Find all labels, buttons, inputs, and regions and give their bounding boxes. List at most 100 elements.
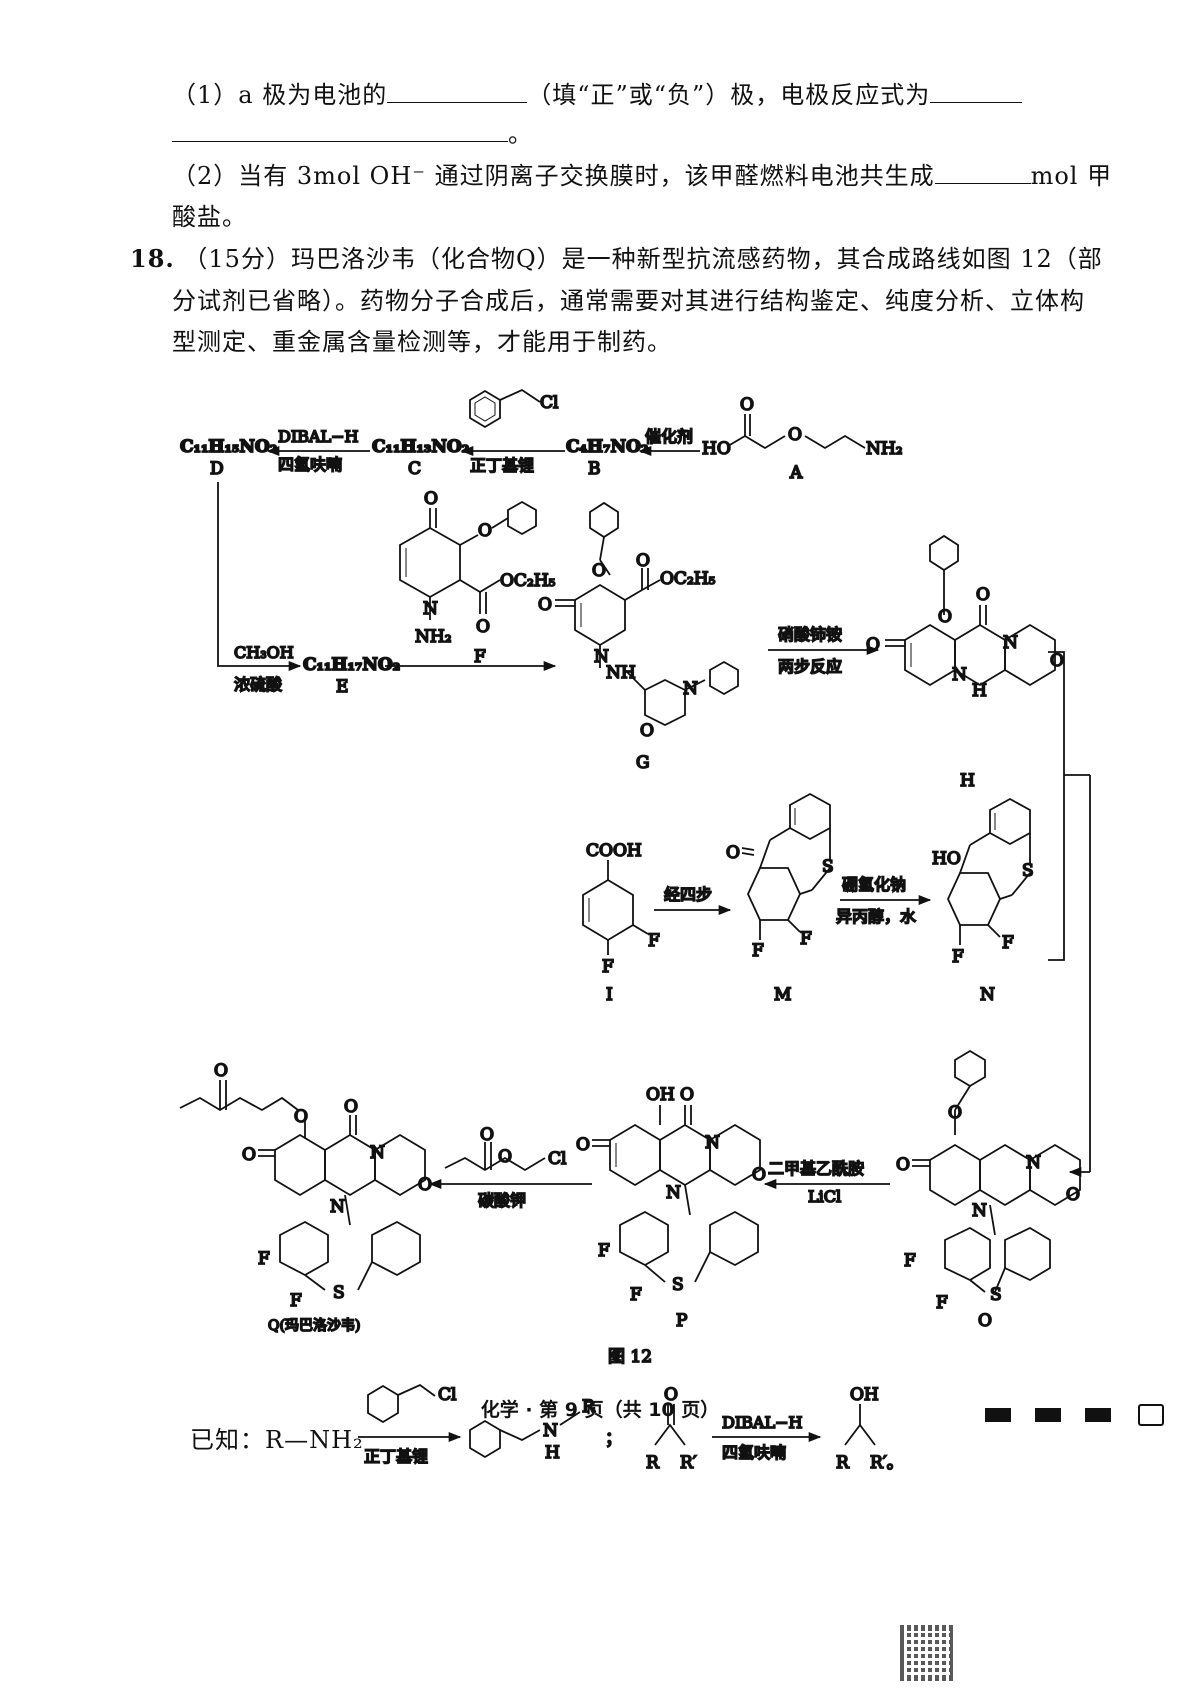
P-carbonyl-o: O [576, 1135, 590, 1155]
structure-M [741, 792, 831, 940]
I-cooh: COOH [586, 841, 642, 861]
reagent-nabh4: 硼氢化钠 [842, 875, 906, 894]
structure-H [885, 534, 1056, 687]
Q-s: S [333, 1283, 345, 1303]
structure-N [947, 797, 1031, 945]
structure-G [555, 501, 739, 727]
Q-ring-carbonyl-o: O [242, 1145, 256, 1165]
Q-carbonyl-o: O [214, 1061, 228, 1081]
F-oc2h5: OC₂H₅ [500, 571, 556, 591]
I-f2: F [602, 957, 614, 977]
bracket-H-N [1048, 651, 1065, 961]
F-n: N [423, 599, 438, 619]
known-rnh2: R—NH₂ [265, 1426, 364, 1454]
O-ring-o: O [1066, 1185, 1080, 1205]
label-P: P [676, 1311, 687, 1331]
known-product-h: H [545, 1443, 560, 1463]
q17-part1-end: 。 [508, 120, 533, 148]
q17-blank-mol[interactable] [934, 161, 1031, 184]
known-alcohol-oh: OH [850, 1385, 879, 1405]
reagent-thf: 四氢呋喃 [278, 455, 342, 474]
formula-D: C₁₁H₁₅NO₂ [180, 437, 277, 457]
label-F: F [474, 647, 486, 667]
F-ether-o: O [478, 521, 492, 541]
H-carbonyl-o: O [866, 635, 880, 655]
structure-I [582, 860, 649, 955]
q17-part1-text-a: （1）a 极为电池的 [172, 81, 388, 109]
G-ether-o: O [592, 561, 606, 581]
reagent-can: 硝酸铈铵 [778, 625, 842, 644]
P-ring-n: N [705, 1133, 720, 1153]
label-C: C [408, 459, 421, 479]
G-n: N [594, 647, 609, 667]
path-D-to-E [217, 482, 230, 667]
formula-C: C₁₁H₁₃NO₂ [372, 437, 469, 457]
structure-O [912, 1049, 1081, 1293]
carbonate-cl: Cl [548, 1149, 566, 1169]
G-ring-o: O [640, 721, 654, 741]
P-ring-o: O [752, 1165, 766, 1185]
P-f2: F [630, 1285, 642, 1305]
P-n: N [666, 1183, 681, 1203]
P-amide-o: O [680, 1085, 694, 1105]
N-ho: HO [932, 849, 961, 869]
label-Q: Q(玛巴洛沙韦) [268, 1318, 360, 1334]
known-prefix-line: 已知：R—NH₂ [190, 1420, 364, 1455]
known-dibal: DIBAL−H [722, 1413, 802, 1432]
q17-blank-equation-a[interactable] [930, 80, 1023, 103]
q18-text-1: （15分）玛巴洛沙韦（化合物Q）是一种新型抗流感药物，其合成路线如图 12（部 [183, 245, 1103, 273]
F-ester-o: O [476, 617, 490, 637]
structure-F [399, 500, 537, 620]
H-ring-n: N [1003, 633, 1018, 653]
q17-part1-line: （1）a 极为电池的（填“正”或“负”）极，电极反应式为 [172, 75, 1023, 110]
G-carbonyl-o: O [538, 595, 552, 615]
label-M: M [774, 985, 791, 1005]
q17-part2-text-a: （2）当有 3mol OH⁻ 通过阴离子交换膜时，该甲醛燃料电池共生成 [172, 162, 935, 190]
structure-P [592, 1105, 761, 1283]
q18-text-3: 型测定、重金属含量检测等，才能用于制药。 [172, 328, 672, 356]
page-footer: 化学 · 第 9 页（共 10 页） [480, 1399, 720, 1421]
known-semicolon: ； [605, 1429, 622, 1449]
Q-ring-o: O [418, 1175, 432, 1195]
known-ketone-o: O [664, 1385, 678, 1405]
A-nh2: NH₂ [866, 439, 903, 459]
label-A: A [789, 463, 803, 483]
label-I: I [606, 985, 613, 1005]
O-ring-n: N [1026, 1153, 1041, 1173]
reagent-four-steps: 经四步 [664, 885, 712, 904]
M-carbonyl-o: O [726, 843, 740, 863]
O-ether-o: O [948, 1103, 962, 1123]
label-G: G [636, 753, 650, 773]
benzyl-chloride-reagent [469, 388, 541, 429]
reagent-dibal: DIBAL−H [278, 427, 358, 446]
q17-part1-line2: 。 [172, 114, 533, 149]
known-cl: Cl [438, 1385, 456, 1405]
reagent-h2so4: 浓硫酸 [234, 675, 282, 694]
M-s: S [822, 857, 834, 877]
O-f1: F [904, 1251, 916, 1271]
q17-blank-equation-b[interactable] [172, 119, 508, 142]
q17-part2-line2: 酸盐。 [172, 197, 247, 232]
q17-part2-text-c: 酸盐。 [172, 203, 247, 231]
carbonate-o1: O [480, 1125, 494, 1145]
footer-square-2 [1035, 1408, 1061, 1422]
reagent-chloromethyl-carbonate [444, 1142, 546, 1172]
benzyl-cl-label: Cl [540, 393, 558, 413]
structure-A [727, 414, 866, 450]
q18-number: 18. [130, 244, 175, 273]
Q-f2: F [290, 1291, 302, 1311]
known-ketone [654, 1404, 686, 1446]
qr-code-icon [900, 1625, 956, 1681]
P-s: S [672, 1275, 684, 1295]
q18-text-2: 分试剂已省略）。药物分子合成后，通常需要对其进行结构鉴定、纯度分析、立体构 [172, 287, 1085, 315]
q17-blank-electrode[interactable] [387, 80, 528, 103]
reagent-buli: 正丁基锂 [470, 456, 534, 475]
known-thf: 四氢呋喃 [722, 1443, 786, 1462]
known-alcohol-r2: R′。 [870, 1453, 904, 1473]
Q-amide-o: O [344, 1097, 358, 1117]
label-D: D [210, 459, 224, 479]
H-amide-o: O [976, 585, 990, 605]
A-carbonyl-o: O [740, 395, 754, 415]
N-f2: F [952, 947, 964, 967]
